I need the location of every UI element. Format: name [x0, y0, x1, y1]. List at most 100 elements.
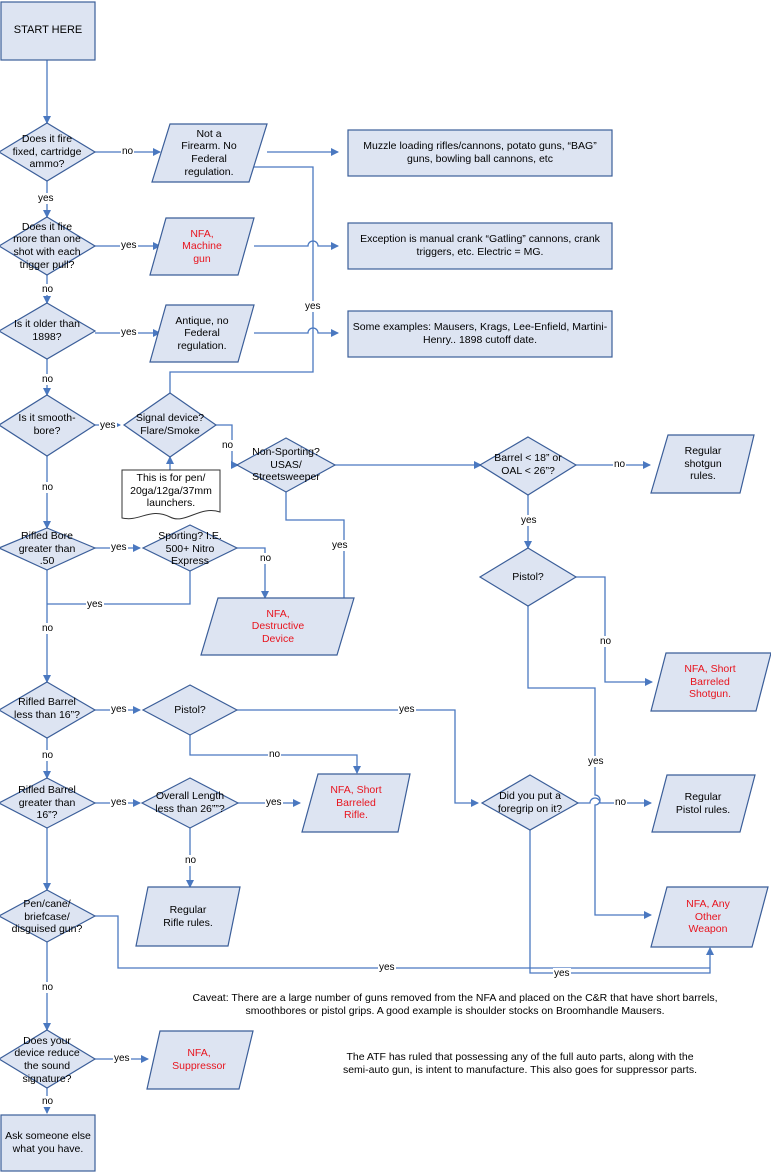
- exception-note: Exception is manual crank “Gatling” cann…: [360, 233, 600, 258]
- edge-label-1898-yes: yes: [120, 327, 138, 338]
- disguised-question: Pen/cane/ briefcase/ disguised gun?: [11, 898, 83, 936]
- signal-question: Signal device? Flare/Smoke: [135, 412, 205, 437]
- edge-foregrip-regpistol: [577, 797, 652, 807]
- io-not-firearm: [151, 123, 268, 183]
- edge-label-1898-no: no: [41, 374, 55, 385]
- edge-label-sporting-no: no: [259, 553, 273, 564]
- edge-label-multishot-yes: yes: [120, 240, 138, 251]
- edge-mg-exception: [254, 240, 339, 250]
- edge-label-cartridge-yes: yes: [37, 193, 55, 204]
- regular-pistol-label: Regular Pistol rules.: [675, 790, 731, 816]
- start-label: START HERE: [13, 24, 83, 37]
- edge-label-foregrip-yes: yes: [553, 968, 571, 979]
- 1898-question: Is it older than 1898?: [14, 318, 80, 343]
- note-muzzle-shape: [347, 129, 613, 177]
- pistol-sg-question: Pistol?: [512, 570, 544, 583]
- edge-label-barrel18-no: no: [613, 459, 627, 470]
- rifled16less-question: Rifled Barrel less than 16”?: [14, 696, 80, 721]
- edge-label-smoothbore-yes: yes: [99, 420, 117, 431]
- edge-label-pistol-yes: yes: [398, 704, 416, 715]
- foregrip-question: Did you put a foregrip on it?: [497, 790, 563, 815]
- edge-label-rifled50-yes: yes: [110, 542, 128, 553]
- edge-label-pistolsg-no: no: [599, 636, 613, 647]
- edge-label-rifled16less-yes: yes: [110, 704, 128, 715]
- edge-label-pistolsg-yes: yes: [587, 756, 605, 767]
- edge-label-suppressor-no: no: [41, 1096, 55, 1107]
- decision-rifled16less: [0, 681, 97, 739]
- io-nfa-sbs: [650, 652, 771, 712]
- decision-nonsporting: [235, 437, 337, 493]
- oal26-question: Overall Length less than 26””?: [155, 790, 225, 815]
- decision-cartridge: [0, 122, 97, 182]
- edge-foregrip-aow: [529, 830, 714, 974]
- edge-sporting-dd: [237, 547, 269, 599]
- rifled16more-question: Rifled Barrel greater than 16”?: [18, 784, 76, 822]
- start-box: [0, 1, 96, 61]
- suppressor-question: Does your device reduce the sound signat…: [14, 1034, 80, 1085]
- decision-pistol-rifle: [141, 684, 239, 736]
- edge-label-cartridge-no: no: [121, 146, 135, 157]
- edge-antique-examples: [254, 327, 339, 337]
- nonsporting-question: Non-Sporting? USAS/ Streetsweeper: [252, 446, 320, 484]
- edge-label-suppressor-yes: yes: [113, 1053, 131, 1064]
- io-nfa-sbr: [301, 773, 411, 833]
- edge-label-foregrip-no: no: [614, 797, 628, 808]
- decision-sporting: [141, 524, 239, 572]
- io-regular-rifle: [135, 886, 241, 947]
- examples-note: Some examples: Mausers, Krags, Lee-Enfie…: [352, 321, 608, 346]
- nfa-sbs-label: NFA, Short Barreled Shotgun.: [684, 663, 736, 701]
- decision-foregrip: [480, 774, 580, 831]
- atf-note: The ATF has ruled that possessing any of…: [342, 1051, 698, 1076]
- regular-shotgun-label: Regular shotgun rules.: [684, 445, 722, 483]
- rifled50-question: Rifled Bore greater than .50: [18, 530, 76, 568]
- nfa-sbr-label: NFA, Short Barreled Rifle.: [330, 784, 382, 822]
- not-firearm-label: Not a Firearm. No Federal regulation.: [181, 127, 237, 178]
- edge-label-pistol-no: no: [268, 749, 282, 760]
- edge-label-sporting-yes: yes: [86, 599, 104, 610]
- edge-label-signal-no: no: [221, 440, 235, 451]
- launcher-note: This is for pen/ 20ga/12ga/37mm launcher…: [130, 472, 212, 510]
- io-regular-shotgun: [650, 434, 755, 494]
- edge-label-barrel18-yes: yes: [520, 515, 538, 526]
- edge-pistolsg-sbs: [574, 576, 653, 686]
- decision-signal: [122, 392, 218, 458]
- edge-label-multishot-no: no: [41, 284, 55, 295]
- nfa-dd-label: NFA, Destructive Device: [251, 607, 305, 645]
- edge-pistol-foregrip: [237, 709, 479, 807]
- decision-rifled50: [0, 527, 97, 571]
- document-launcher: [121, 469, 221, 520]
- edge-label-disguised-yes: yes: [378, 962, 396, 973]
- connectors: [43, 60, 714, 1114]
- edge-label-signal-yes: yes: [304, 301, 322, 312]
- edge-label-rifled16less-no: no: [41, 750, 55, 761]
- io-nfa-suppressor: [146, 1030, 254, 1090]
- edge-label-rifled50-no: no: [41, 623, 55, 634]
- decision-oal26: [140, 777, 240, 829]
- barrel18-question: Barrel < 18” or OAL < 26”?: [494, 452, 562, 477]
- decision-suppressor: [0, 1029, 97, 1089]
- decision-barrel18: [478, 436, 578, 496]
- edge-sporting-back: [47, 571, 191, 605]
- smoothbore-question: Is it smooth- bore?: [18, 412, 76, 437]
- edge-label-rifled16more-yes: yes: [110, 797, 128, 808]
- cartridge-question: Does it fire fixed, cartridge ammo?: [12, 133, 82, 171]
- io-nfa-aow: [650, 886, 769, 948]
- nfa-machine-gun-label: NFA, Machine gun: [182, 227, 222, 265]
- muzzle-note: Muzzle loading rifles/cannons, potato gu…: [363, 140, 597, 165]
- antique-label: Antique, no Federal regulation.: [175, 314, 229, 352]
- edge-disguised-aow: [95, 915, 710, 969]
- multishot-question: Does it fire more than one shot with eac…: [13, 220, 81, 271]
- caveat-note: Caveat: There are a large number of guns…: [192, 992, 718, 1017]
- edge-label-disguised-no: no: [41, 982, 55, 993]
- nfa-suppressor-label: NFA, Suppressor: [172, 1047, 226, 1072]
- pistol-rifle-question: Pistol?: [174, 703, 206, 716]
- io-nfa-dd: [200, 597, 355, 656]
- nfa-aow-label: NFA, Any Other Weapon: [686, 898, 730, 936]
- edge-label-oal-no: no: [184, 855, 198, 866]
- io-antique: [149, 304, 255, 363]
- io-regular-pistol: [651, 774, 756, 833]
- io-machine-gun: [149, 217, 255, 276]
- sporting-question: Sporting? I.E. 500+ Nitro Express: [158, 530, 222, 568]
